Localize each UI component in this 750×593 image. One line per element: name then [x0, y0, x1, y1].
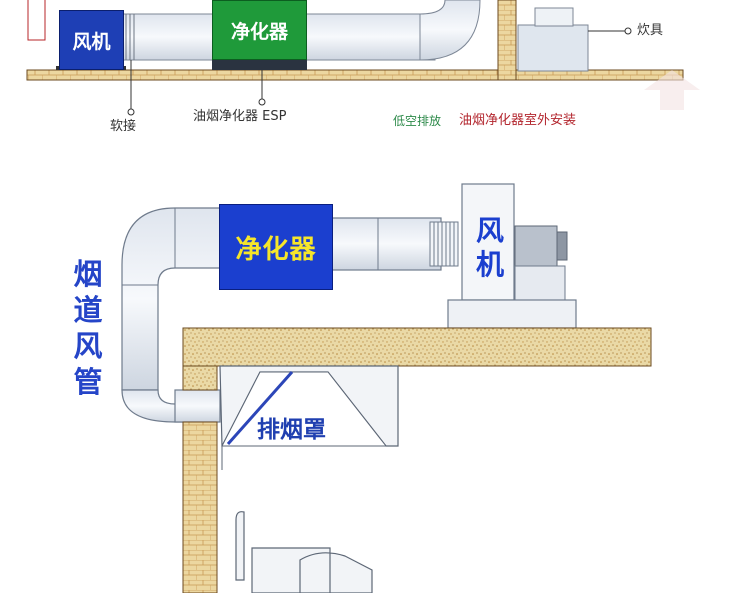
top-duct-2	[304, 13, 436, 61]
duct-label-char-3: 风	[73, 329, 103, 363]
soft-joint-label: 软接	[110, 119, 137, 134]
fan-support	[514, 265, 566, 301]
duct-label-char-2: 道	[73, 293, 103, 327]
stove	[235, 511, 373, 593]
cookware-pot	[534, 7, 574, 27]
fan-motor	[514, 225, 558, 267]
fan-base	[447, 299, 577, 329]
wall-upper	[182, 365, 218, 391]
soft-joint-rings	[125, 14, 135, 60]
top-room-floor	[515, 69, 684, 81]
cookware-cabinet	[517, 24, 589, 72]
outdoor-install-label: 油烟净化器室外安装	[459, 113, 577, 128]
bottom-purifier-box: 净化器	[219, 204, 333, 290]
wall	[182, 421, 218, 593]
top-diagram	[26, 0, 700, 116]
low-discharge-label: 低空排放	[393, 114, 442, 128]
bottom-fan-label: 风 机	[470, 214, 510, 282]
fan-motor-cap	[556, 231, 568, 261]
bottom-diagram	[121, 183, 652, 593]
duct-label-char-1: 烟	[73, 257, 103, 291]
bottom-purifier-label: 净化器	[235, 234, 317, 265]
top-wall	[497, 0, 517, 81]
bottom-fan-label-2: 机	[475, 248, 504, 281]
decorative-arrow	[644, 70, 700, 110]
duct-right	[330, 217, 442, 271]
soft-joint-dot	[127, 108, 135, 116]
hood-front	[221, 371, 388, 447]
top-purifier-label: 净化器	[230, 20, 288, 43]
fan-flex-connector	[429, 221, 459, 267]
duct-label-char-4: 管	[73, 365, 103, 399]
top-duct-1	[121, 13, 215, 61]
duct-to-hood	[174, 389, 221, 423]
duct-label: 烟 道 风 管	[66, 256, 110, 400]
hood-filter	[226, 371, 294, 445]
top-fan-label: 风机	[72, 30, 111, 53]
hood-label: 排烟罩	[257, 417, 326, 443]
top-ground	[26, 69, 500, 81]
esp-label: 油烟净化器 ESP	[193, 109, 287, 124]
top-fan-box: 风机	[59, 10, 124, 70]
left-red-frame	[27, 0, 46, 41]
top-purifier-box: 净化器	[212, 0, 307, 60]
cookware-dot	[624, 27, 632, 35]
bottom-fan-label-1: 风	[475, 214, 504, 247]
top-purifier-base	[212, 58, 307, 70]
cookware-label: 炊具	[637, 23, 664, 38]
esp-dot	[258, 98, 266, 106]
top-duct-elbow	[419, 0, 481, 61]
ceiling-slab	[182, 327, 652, 367]
